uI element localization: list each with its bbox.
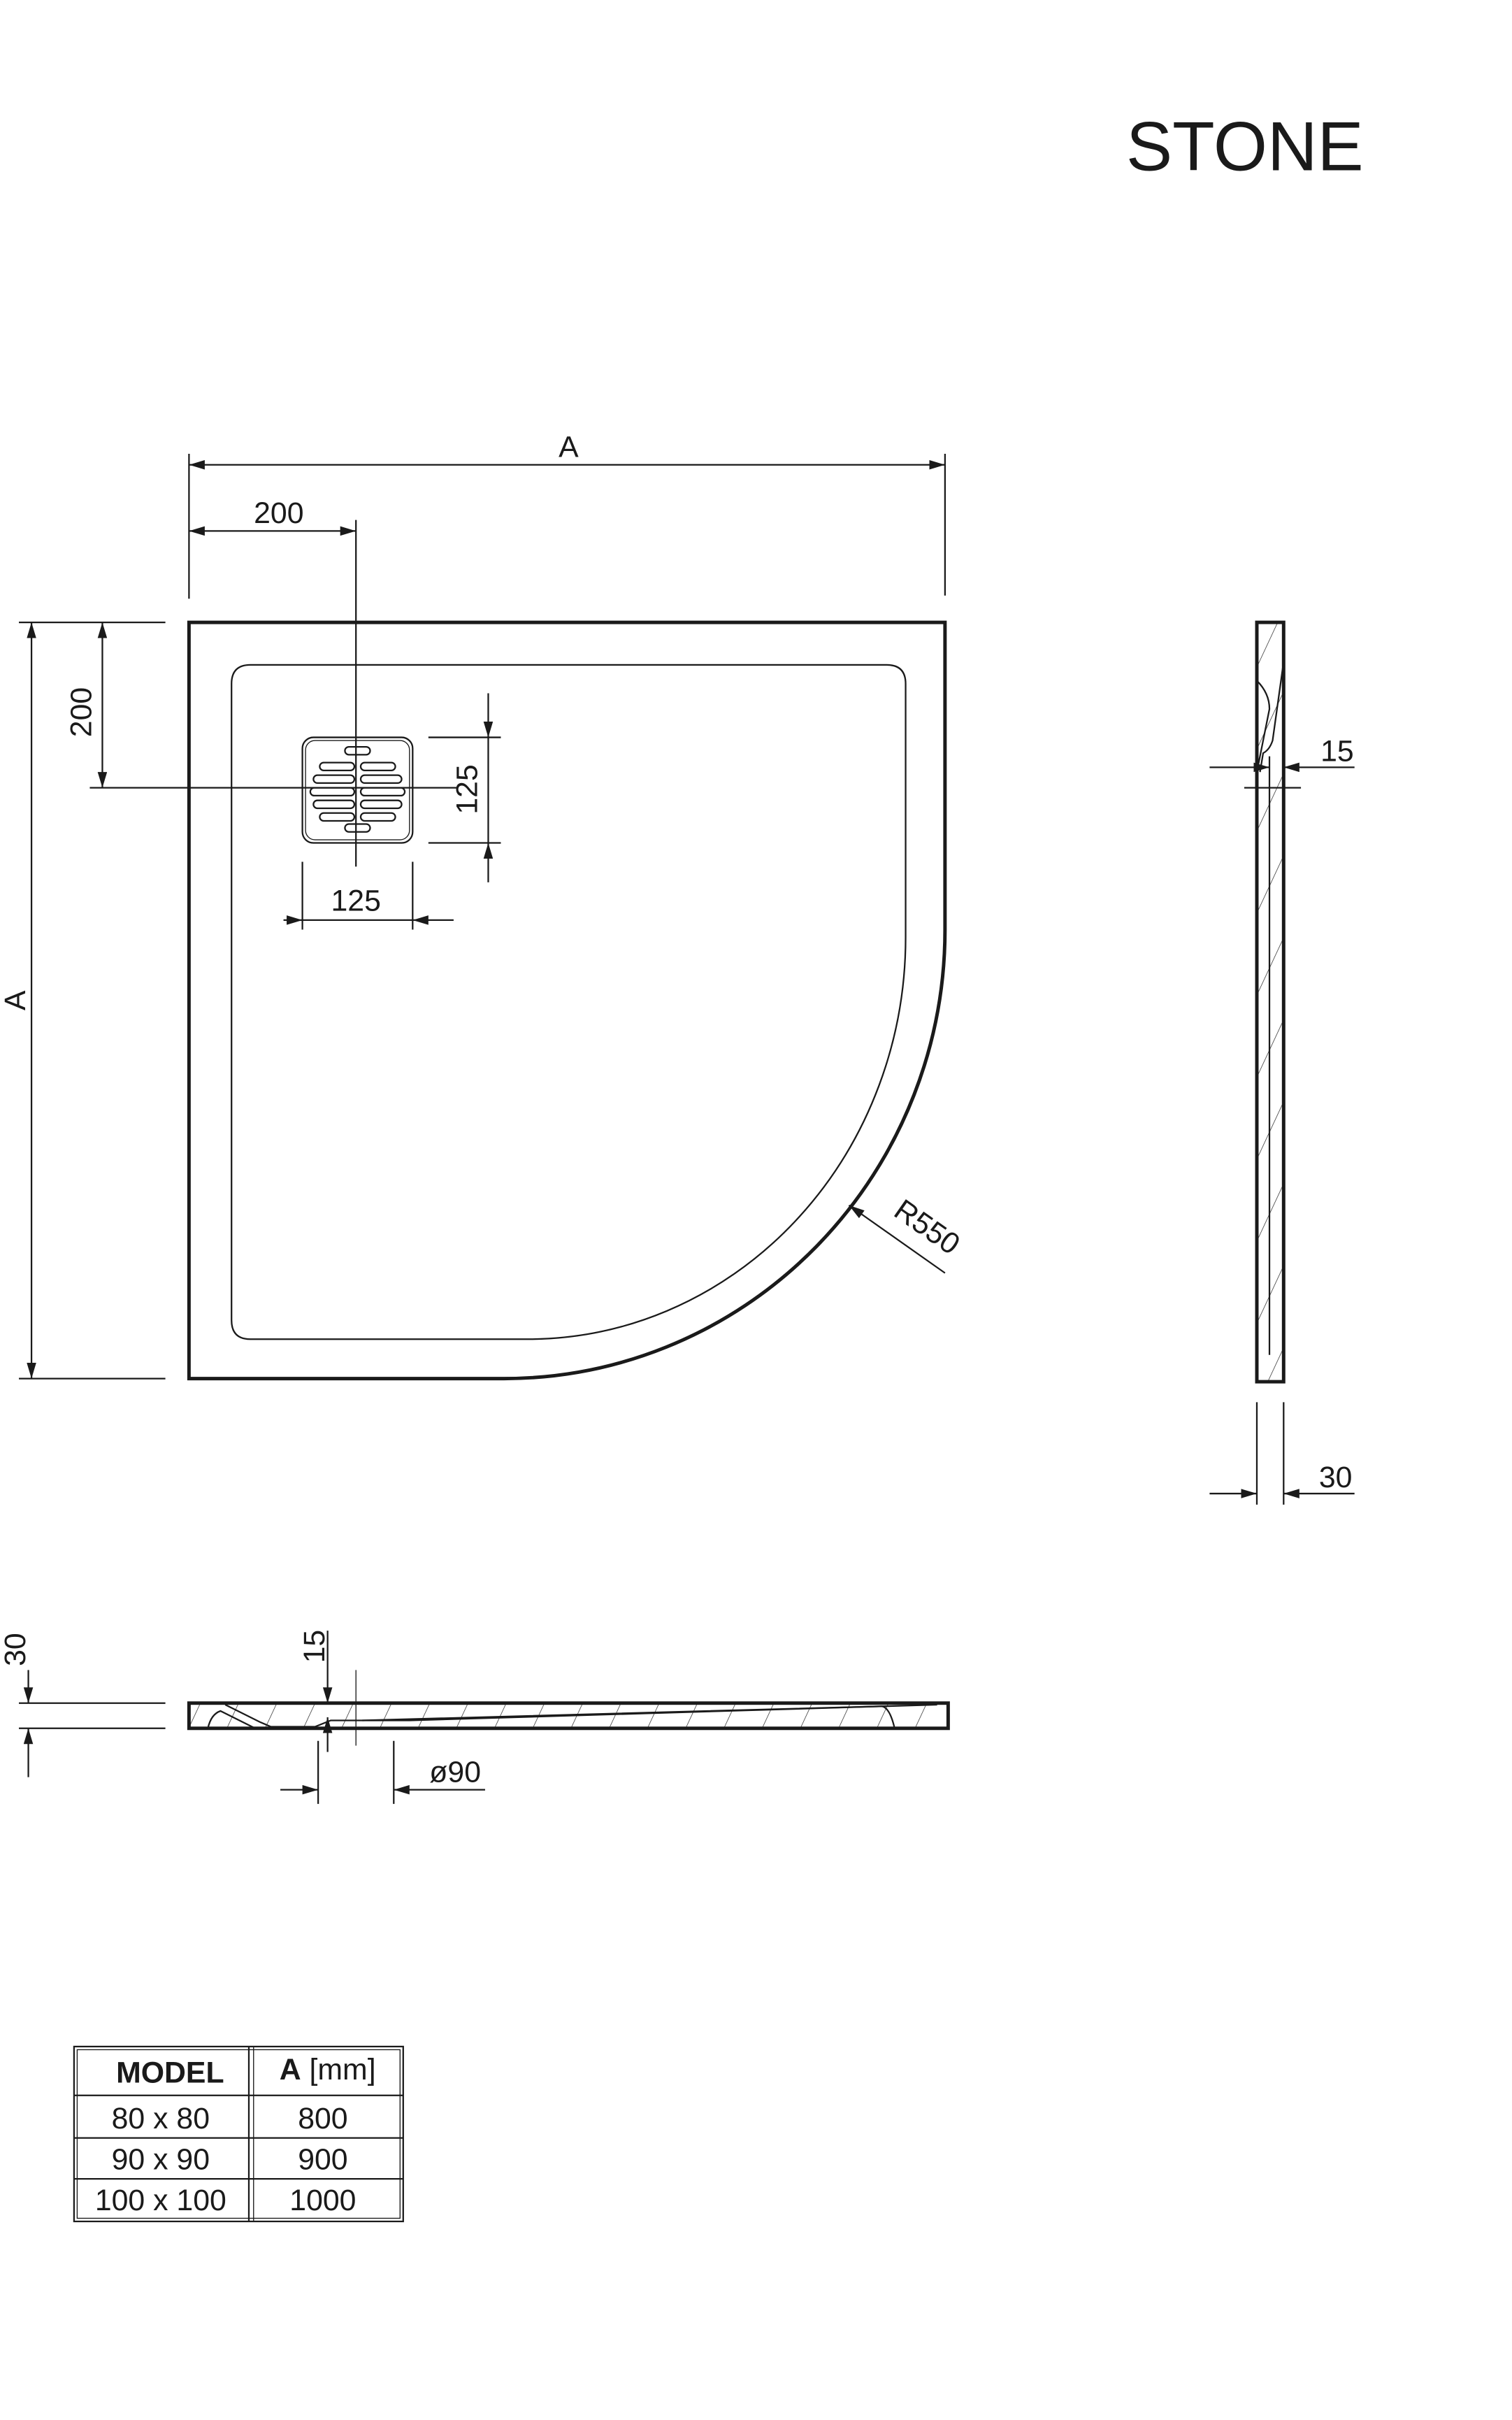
tray-inner-outline — [231, 664, 907, 1340]
product-title: STONE — [1126, 108, 1364, 185]
side-view: 15 30 — [1209, 620, 1355, 1505]
plan-view: A 200 200 A 125 125 R550 — [0, 431, 966, 1381]
dim-drain-diameter: ø90 — [429, 1755, 481, 1789]
dim-drain-offset-x: 200 — [254, 496, 303, 530]
drain-grate — [301, 736, 414, 844]
table-cell-a: 800 — [298, 2102, 347, 2135]
dim-radius: R550 — [888, 1193, 965, 1261]
dim-side-thickness: 30 — [1319, 1461, 1353, 1494]
table-header-model: MODEL — [116, 2056, 224, 2090]
dim-drain-width: 125 — [331, 884, 381, 917]
dim-drain-offset-y: 200 — [65, 687, 99, 737]
table-cell-model: 100 x 100 — [95, 2184, 226, 2217]
model-table: MODEL A [mm] 80 x 80 800 90 x 90 900 100… — [73, 2045, 404, 2223]
dim-width-a: A — [559, 431, 579, 464]
dim-section-thickness: 30 — [0, 1633, 32, 1666]
table-cell-model: 80 x 80 — [112, 2102, 210, 2135]
dim-section-drain-depth: 15 — [298, 1630, 331, 1663]
table-cell-a: 900 — [298, 2143, 347, 2177]
tray-outline — [187, 620, 947, 1381]
section-view: 30 15 ø90 — [0, 1630, 950, 1804]
dim-height-a: A — [0, 990, 32, 1010]
table-header-a: A [mm] — [280, 2053, 376, 2086]
dim-side-drain-depth: 15 — [1320, 734, 1354, 768]
table-cell-model: 90 x 90 — [112, 2143, 210, 2177]
dim-drain-height: 125 — [451, 764, 484, 814]
table-cell-a: 1000 — [289, 2184, 356, 2217]
